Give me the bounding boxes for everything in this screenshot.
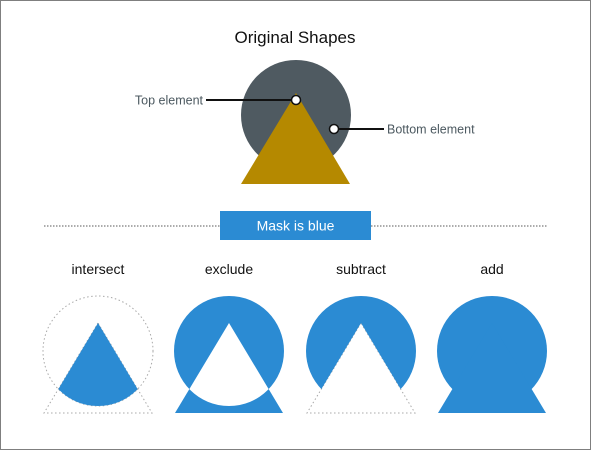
subtract-shape xyxy=(306,296,416,406)
op-label-add: add xyxy=(480,261,503,277)
mask-banner xyxy=(220,211,371,240)
top-element-triangle xyxy=(241,93,350,184)
intersect-result xyxy=(42,295,154,414)
original-shapes xyxy=(241,60,351,184)
op-label-exclude: exclude xyxy=(205,261,253,277)
bottom-element-callout: Bottom element xyxy=(328,123,475,137)
op-label-subtract: subtract xyxy=(336,261,386,277)
add-result xyxy=(437,296,547,413)
subtract-result xyxy=(306,296,416,414)
mask-banner-text: Mask is blue xyxy=(257,218,335,234)
add-triangle-part xyxy=(438,323,546,413)
op-label-intersect: intersect xyxy=(72,261,125,277)
top-element-label: Top element xyxy=(135,94,204,108)
intersect-shape xyxy=(44,323,152,406)
diagram-title: Original Shapes xyxy=(235,28,356,47)
exclude-triangle-part xyxy=(175,323,283,413)
exclude-result xyxy=(174,296,284,413)
top-element-callout: Top element xyxy=(135,94,302,108)
bottom-element-label: Bottom element xyxy=(387,123,475,137)
